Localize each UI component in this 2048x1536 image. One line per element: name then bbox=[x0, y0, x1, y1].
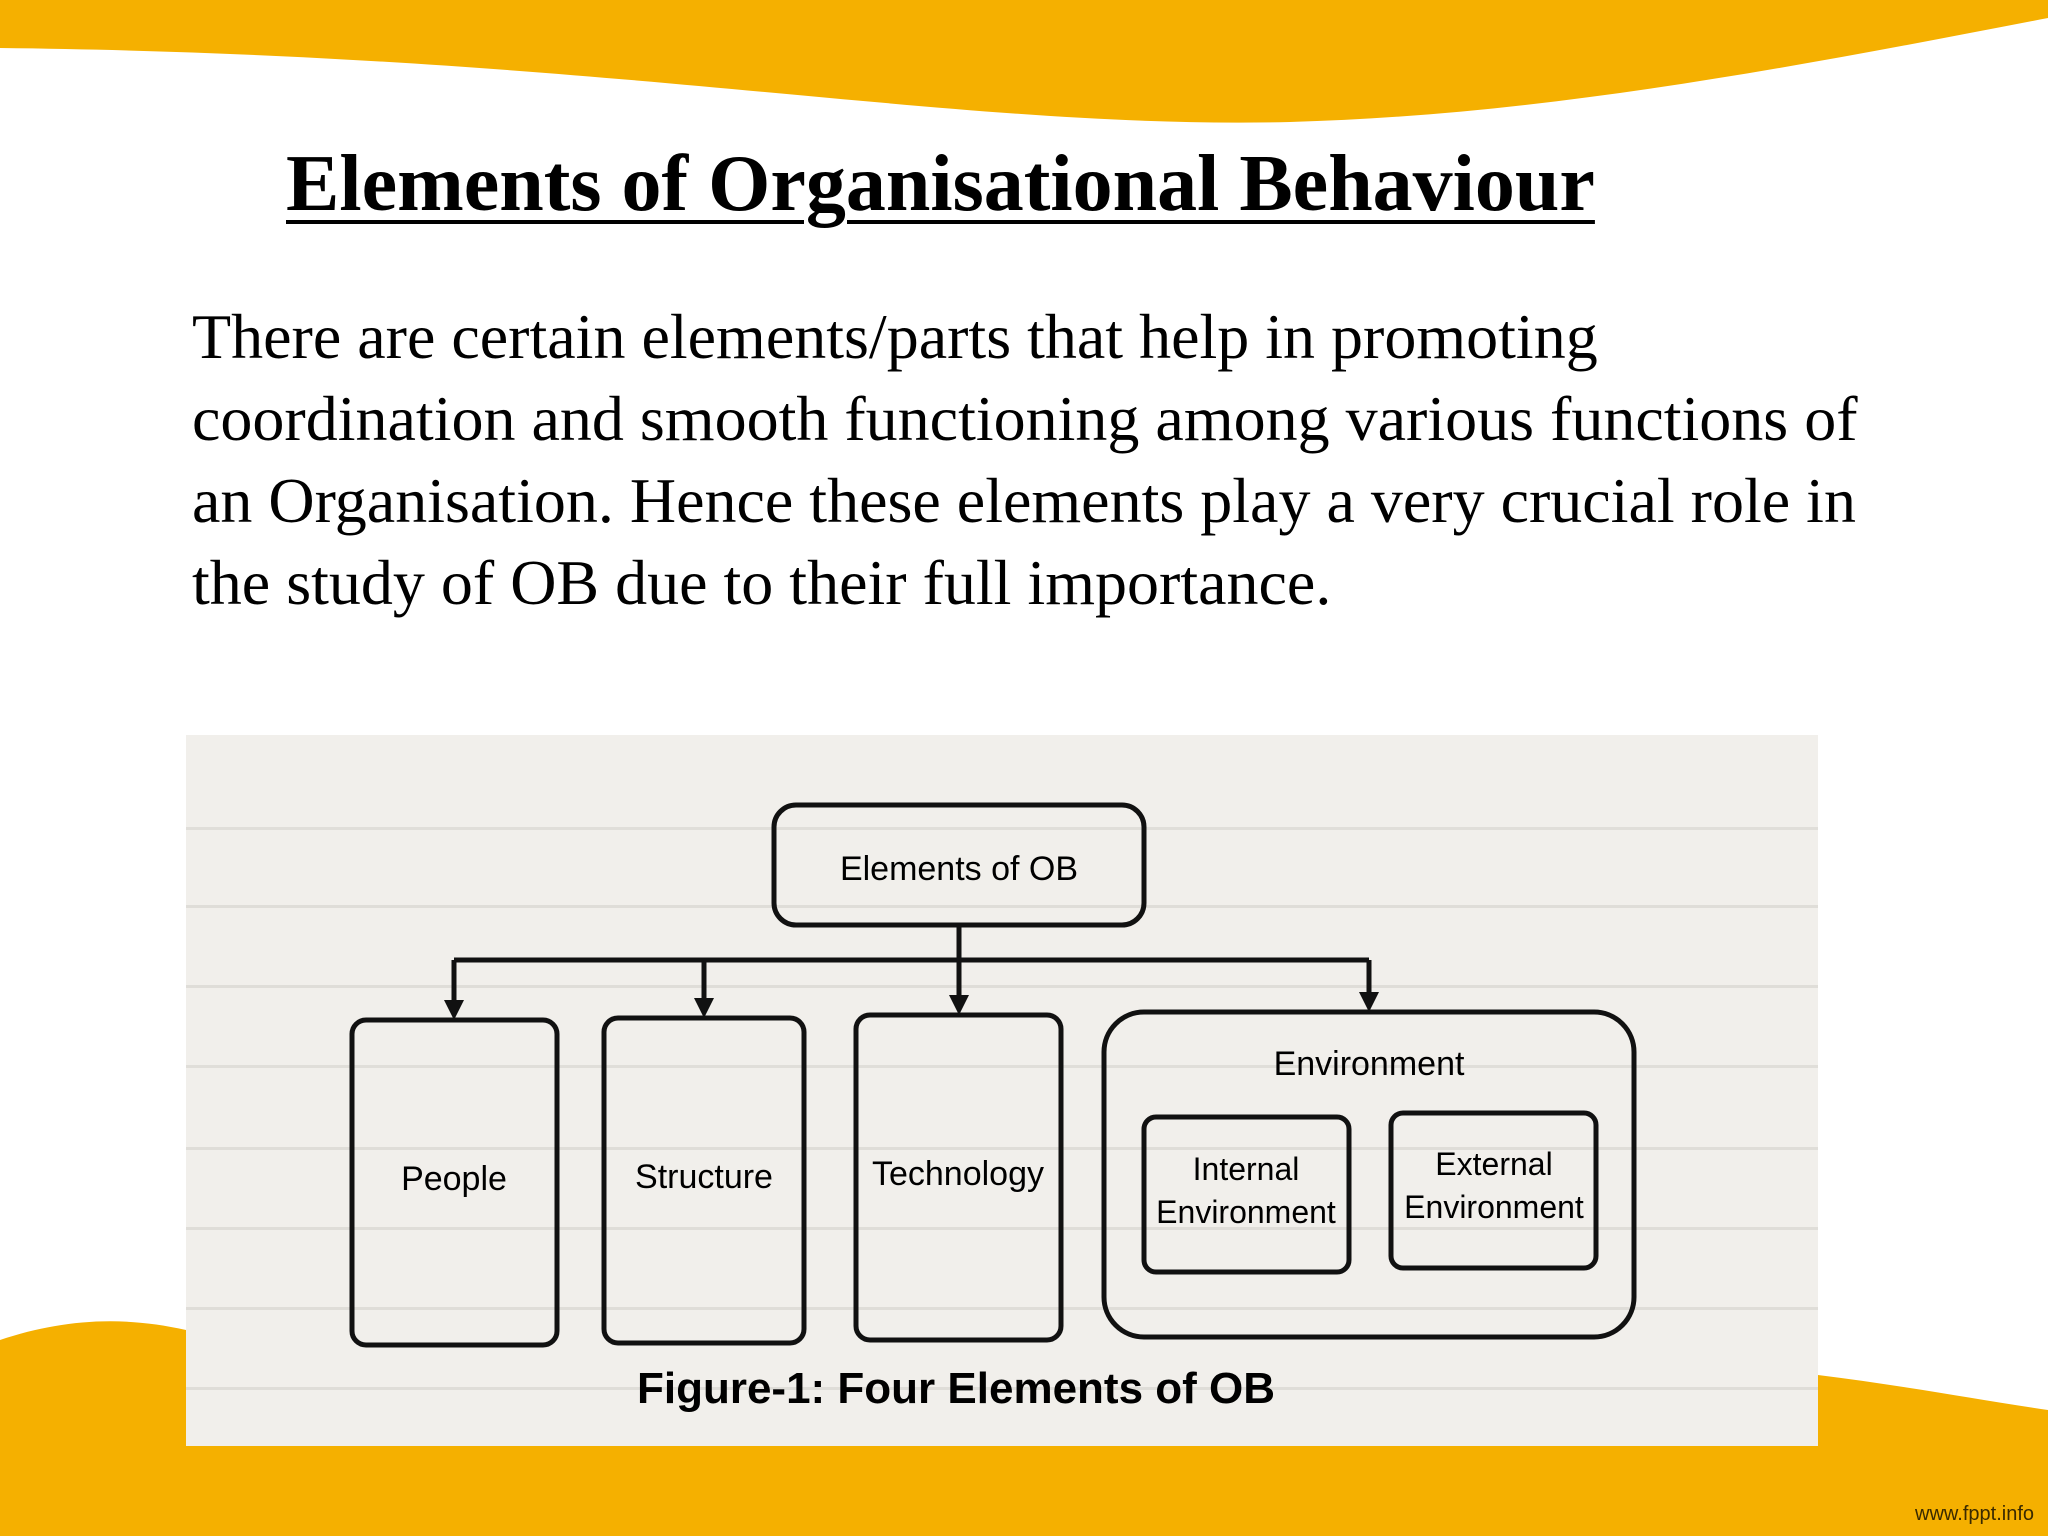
arrowheads bbox=[444, 992, 1379, 1020]
structure-box bbox=[601, 1015, 807, 1346]
external-label-line1: External bbox=[1435, 1146, 1552, 1182]
root-label: Elements of OB bbox=[840, 850, 1078, 888]
technology-box bbox=[853, 1012, 1064, 1343]
slide-title: Elements of Organisational Behaviour bbox=[286, 140, 1595, 228]
connectors bbox=[451, 925, 1372, 1005]
scan-bleed-through bbox=[186, 827, 1818, 1390]
people-box bbox=[349, 1017, 560, 1348]
figure-image: Elements of OB People Structure Technolo… bbox=[186, 735, 1818, 1446]
structure-label: Structure bbox=[635, 1158, 773, 1196]
ob-elements-diagram: Elements of OB People Structure Technolo… bbox=[186, 802, 1818, 1413]
external-label-line2: Environment bbox=[1404, 1189, 1584, 1225]
internal-environment-box bbox=[1141, 1114, 1352, 1275]
figure-caption: Figure-1: Four Elements of OB bbox=[637, 1364, 1275, 1413]
internal-label-line1: Internal bbox=[1193, 1151, 1300, 1187]
header-wave bbox=[0, 0, 2048, 123]
footer-url: www.fppt.info bbox=[1915, 1503, 2034, 1525]
internal-label-line2: Environment bbox=[1156, 1194, 1336, 1230]
environment-box bbox=[1101, 1009, 1637, 1340]
environment-label: Environment bbox=[1274, 1045, 1465, 1083]
technology-label: Technology bbox=[872, 1155, 1044, 1193]
external-environment-box bbox=[1388, 1110, 1599, 1271]
people-label: People bbox=[401, 1160, 507, 1198]
intro-paragraph: There are certain elements/parts that he… bbox=[192, 301, 1858, 618]
